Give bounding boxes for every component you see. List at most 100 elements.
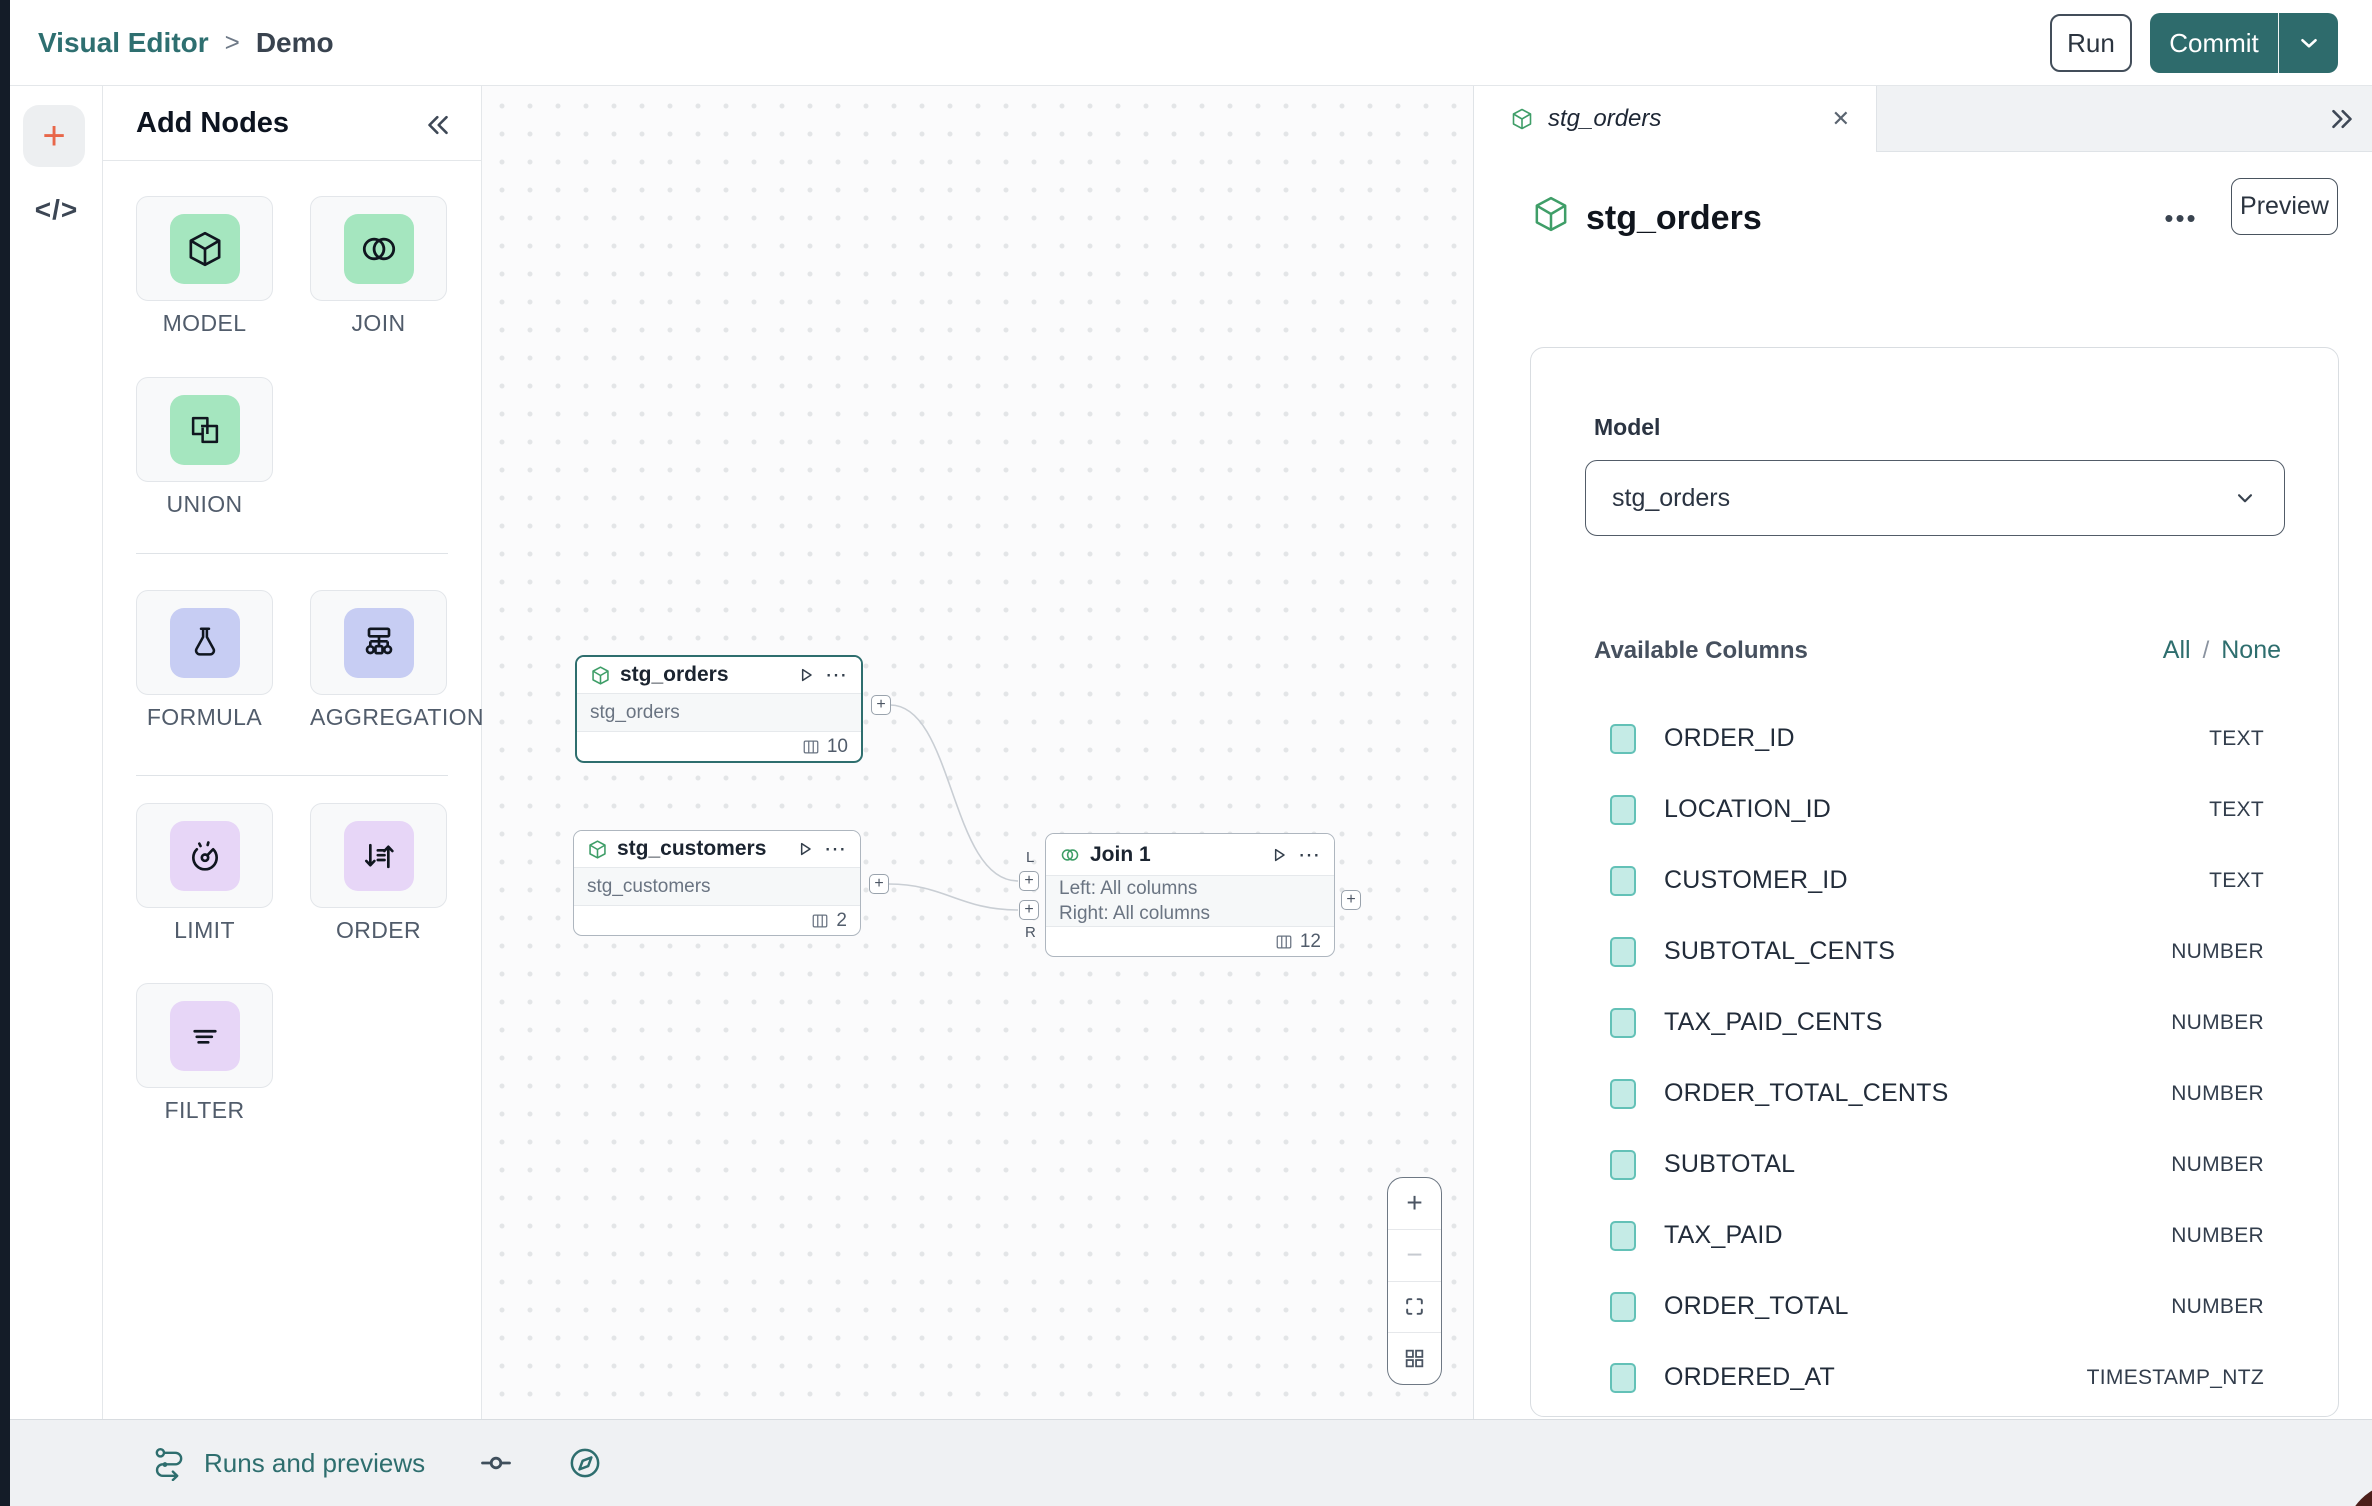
stg-customers-output-handle[interactable]: + bbox=[869, 874, 889, 894]
palette-item-model[interactable]: MODEL bbox=[136, 196, 273, 337]
column-checkbox[interactable] bbox=[1610, 1291, 1636, 1322]
play-icon[interactable] bbox=[1269, 845, 1289, 865]
column-checkbox[interactable] bbox=[1610, 723, 1636, 754]
palette-item-order[interactable]: ORDER bbox=[310, 803, 447, 944]
column-row[interactable]: TAX_PAID NUMBER bbox=[1531, 1200, 2340, 1271]
zoom-out-button[interactable]: − bbox=[1388, 1230, 1441, 1282]
column-type: NUMBER bbox=[2171, 1010, 2264, 1034]
join-right-input-handle[interactable]: + bbox=[1019, 900, 1039, 920]
model-config-card: Model stg_orders Available Columns All /… bbox=[1530, 347, 2339, 1417]
cube-icon bbox=[1535, 196, 1567, 232]
column-name: ORDER_TOTAL_CENTS bbox=[1664, 1079, 1949, 1107]
zoom-in-button[interactable]: + bbox=[1388, 1178, 1441, 1230]
collapse-panel-button[interactable] bbox=[421, 108, 455, 142]
column-checkbox[interactable] bbox=[1610, 794, 1636, 825]
column-name: ORDER_ID bbox=[1664, 724, 1795, 752]
column-row[interactable]: TAX_PAID_CENTS NUMBER bbox=[1531, 987, 2340, 1058]
palette-item-limit[interactable]: LIMIT bbox=[136, 803, 273, 944]
commit-button[interactable]: Commit bbox=[2150, 13, 2278, 73]
columns-icon bbox=[1276, 935, 1292, 948]
column-row[interactable]: ORDER_TOTAL_CENTS NUMBER bbox=[1531, 1058, 2340, 1129]
column-checkbox[interactable] bbox=[1610, 1078, 1636, 1109]
node-header: Join 1 ⋯ bbox=[1046, 834, 1334, 876]
compass-button[interactable] bbox=[567, 1445, 603, 1481]
join-left-input-handle[interactable]: + bbox=[1019, 871, 1039, 891]
column-checkbox[interactable] bbox=[1610, 1007, 1636, 1038]
node-more-button[interactable]: ⋯ bbox=[1298, 841, 1321, 867]
palette-item-filter[interactable]: FILTER bbox=[136, 983, 273, 1124]
code-view-button[interactable]: </> bbox=[34, 194, 79, 225]
node-more-button[interactable]: ⋯ bbox=[825, 662, 848, 687]
expand-panel-button[interactable] bbox=[2325, 102, 2359, 136]
play-icon[interactable] bbox=[796, 665, 816, 685]
node-footer: 12 bbox=[1046, 927, 1334, 956]
palette-item-union[interactable]: UNION bbox=[136, 377, 273, 518]
column-row[interactable]: CUSTOMER_ID TEXT bbox=[1531, 845, 2340, 916]
node-title: stg_orders bbox=[620, 663, 729, 686]
column-name: SUBTOTAL_CENTS bbox=[1664, 937, 1896, 965]
join-right-line: Right: All columns bbox=[1059, 903, 1211, 924]
node-config-panel: stg_orders ✕ stg_orders ••• Preview Mode… bbox=[1473, 86, 2372, 1419]
column-checkbox[interactable] bbox=[1610, 865, 1636, 896]
breadcrumb-demo: Demo bbox=[255, 26, 334, 58]
add-button[interactable]: + bbox=[23, 105, 85, 167]
tab-stg-orders[interactable]: stg_orders ✕ bbox=[1474, 86, 1877, 152]
panel-title: stg_orders bbox=[1586, 199, 1762, 237]
column-type: TEXT bbox=[2209, 868, 2264, 892]
panel-more-button[interactable]: ••• bbox=[2164, 202, 2198, 233]
join-output-handle[interactable]: + bbox=[1341, 890, 1361, 910]
cube-icon bbox=[592, 665, 609, 685]
preview-button[interactable]: Preview bbox=[2231, 178, 2338, 235]
cube-icon bbox=[189, 231, 221, 266]
runs-and-previews-label: Runs and previews bbox=[204, 1447, 426, 1478]
node-join-1[interactable]: Join 1 ⋯ Left: All columns Right: All co… bbox=[1045, 833, 1335, 957]
fit-view-button[interactable] bbox=[1388, 1282, 1441, 1334]
column-row[interactable]: SUBTOTAL_CENTS NUMBER bbox=[1531, 916, 2340, 987]
palette-item-join[interactable]: JOIN bbox=[310, 196, 447, 337]
column-name: CUSTOMER_ID bbox=[1664, 866, 1848, 894]
join-left-handle-label: L bbox=[1026, 849, 1035, 866]
column-checkbox[interactable] bbox=[1610, 1220, 1636, 1251]
column-row[interactable]: ORDER_TOTAL NUMBER bbox=[1531, 1271, 2340, 1342]
columns-icon bbox=[803, 740, 819, 753]
column-name: TAX_PAID_CENTS bbox=[1664, 1008, 1883, 1036]
play-icon[interactable] bbox=[795, 839, 815, 859]
column-name: ORDER_TOTAL bbox=[1664, 1292, 1849, 1320]
column-type: TEXT bbox=[2209, 797, 2264, 821]
node-more-button[interactable]: ⋯ bbox=[824, 836, 847, 861]
column-checkbox[interactable] bbox=[1610, 1149, 1636, 1180]
run-button[interactable]: Run bbox=[2050, 14, 2132, 72]
node-header: stg_customers ⋯ bbox=[574, 831, 860, 868]
commit-marker-button[interactable] bbox=[479, 1446, 513, 1480]
breadcrumb-visual-editor[interactable]: Visual Editor bbox=[38, 26, 209, 58]
node-title: stg_customers bbox=[617, 837, 767, 860]
column-checkbox[interactable] bbox=[1610, 1362, 1636, 1393]
limit-icon bbox=[191, 840, 218, 871]
select-none-link[interactable]: None bbox=[2221, 636, 2281, 664]
column-row[interactable]: SUBTOTAL NUMBER bbox=[1531, 1129, 2340, 1200]
topbar-actions: Run Commit bbox=[2050, 0, 2338, 86]
column-type: NUMBER bbox=[2171, 939, 2264, 963]
auto-layout-button[interactable] bbox=[1388, 1333, 1441, 1384]
add-nodes-panel: Add Nodes MODEL JOIN UNION bbox=[103, 86, 484, 1419]
column-row[interactable]: LOCATION_ID TEXT bbox=[1531, 774, 2340, 845]
tab-close-button[interactable]: ✕ bbox=[1831, 106, 1850, 131]
runs-and-previews-button[interactable]: Runs and previews bbox=[152, 1445, 425, 1481]
column-checkbox[interactable] bbox=[1610, 936, 1636, 967]
palette-item-formula[interactable]: FORMULA bbox=[136, 590, 273, 731]
select-all-link[interactable]: All bbox=[2162, 636, 2191, 664]
model-select[interactable]: stg_orders bbox=[1585, 460, 2285, 536]
cube-icon bbox=[589, 839, 606, 859]
route-icon bbox=[155, 1448, 183, 1481]
column-row[interactable]: ORDERED_AT TIMESTAMP_NTZ bbox=[1531, 1342, 2340, 1413]
node-stg-customers[interactable]: stg_customers ⋯ stg_customers 2 bbox=[573, 830, 861, 936]
flow-canvas[interactable]: stg_orders ⋯ stg_orders 10 + stg_custome… bbox=[482, 86, 1473, 1419]
palette-divider bbox=[136, 775, 448, 776]
column-row[interactable]: ORDER_ID TEXT bbox=[1531, 703, 2340, 774]
commit-dropdown-button[interactable] bbox=[2278, 13, 2338, 73]
node-stg-orders[interactable]: stg_orders ⋯ stg_orders 10 bbox=[575, 655, 863, 763]
palette-item-aggregation[interactable]: AGGREGATION bbox=[310, 590, 484, 731]
stg-orders-output-handle[interactable]: + bbox=[871, 695, 891, 715]
node-footer: 10 bbox=[577, 732, 861, 761]
compass-icon bbox=[570, 1448, 600, 1478]
